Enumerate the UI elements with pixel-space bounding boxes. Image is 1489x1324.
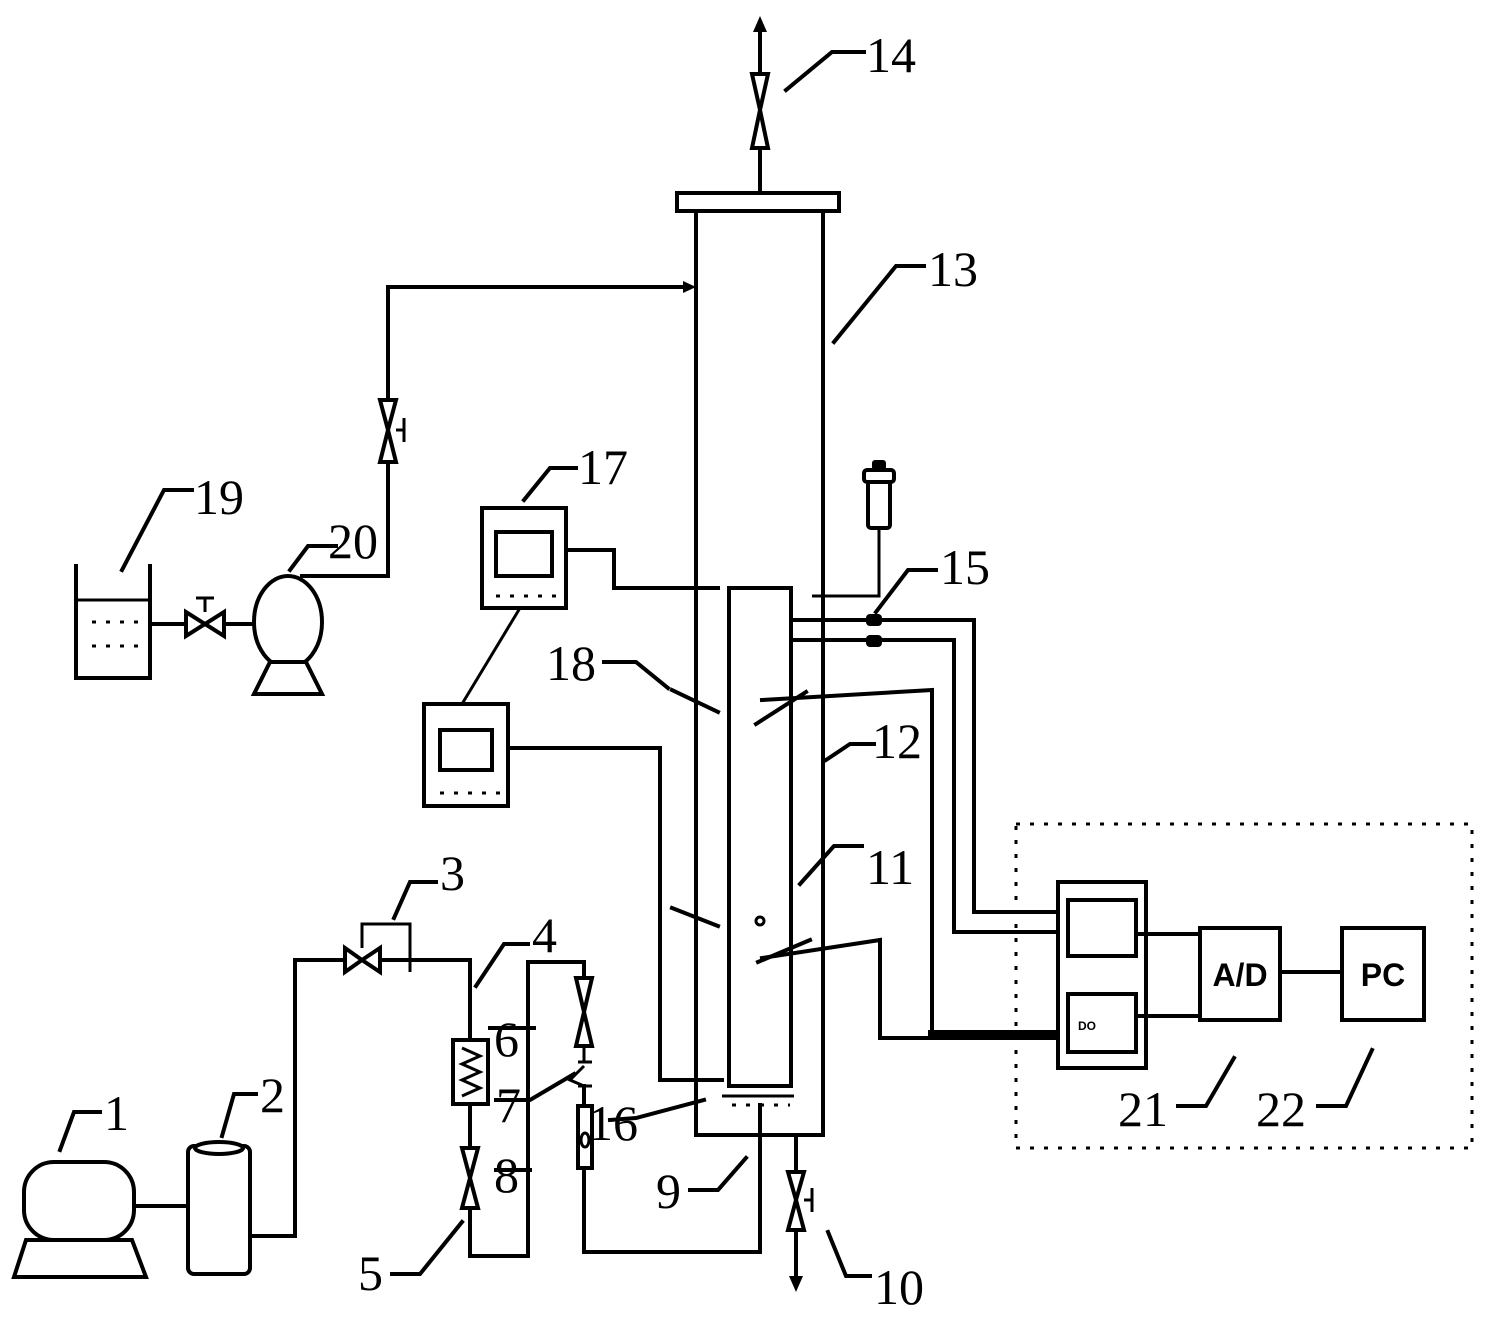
label-22: 22	[1256, 1081, 1306, 1137]
valve-5	[459, 1146, 481, 1210]
label-7: 7	[496, 1077, 521, 1133]
label-1: 1	[104, 1085, 129, 1141]
monitor-upper	[480, 506, 568, 610]
label-4: 4	[532, 907, 557, 963]
feed-tank	[74, 564, 152, 680]
valve-6	[573, 976, 595, 1048]
label-2: 2	[260, 1067, 285, 1123]
label-16: 16	[588, 1095, 638, 1151]
do-meter	[1056, 880, 1148, 1070]
exhaust-valve	[749, 16, 771, 195]
sensor-top	[812, 460, 896, 598]
label-20: 20	[328, 513, 378, 569]
feed-valve	[184, 596, 226, 640]
air-compressor	[11, 1160, 149, 1279]
pc-label: PC	[1361, 957, 1405, 993]
label-8: 8	[494, 1147, 519, 1203]
label-11: 11	[866, 839, 914, 895]
valve-top-feed	[377, 398, 406, 464]
heater-coil	[451, 1038, 490, 1106]
feed-pump	[250, 574, 326, 696]
ad-label: A/D	[1212, 957, 1267, 993]
label-9: 9	[656, 1163, 681, 1219]
label-3: 3	[440, 845, 465, 901]
label-5: 5	[358, 1245, 383, 1301]
label-19: 19	[194, 469, 244, 525]
leader-lines	[57, 50, 1375, 1278]
drain-valve	[785, 1133, 814, 1292]
label-17: 17	[578, 439, 628, 495]
number-labels: 1 2 3 4 5 6 7 8 9 10 11 12 13 14 15 16 1…	[104, 27, 1306, 1315]
label-6: 6	[494, 1011, 519, 1067]
buffer-tank	[186, 1140, 252, 1276]
inner-tube	[722, 586, 794, 1107]
monitor-lower	[422, 702, 510, 808]
label-10: 10	[874, 1259, 924, 1315]
pc-computer	[1340, 926, 1426, 1022]
label-18: 18	[546, 635, 596, 691]
label-14: 14	[866, 27, 916, 83]
label-21: 21	[1118, 1081, 1168, 1137]
label-13: 13	[928, 241, 978, 297]
pressure-valve	[343, 922, 412, 976]
label-12: 12	[872, 713, 922, 769]
label-15: 15	[940, 539, 990, 595]
do-label: DO	[1078, 1019, 1096, 1033]
